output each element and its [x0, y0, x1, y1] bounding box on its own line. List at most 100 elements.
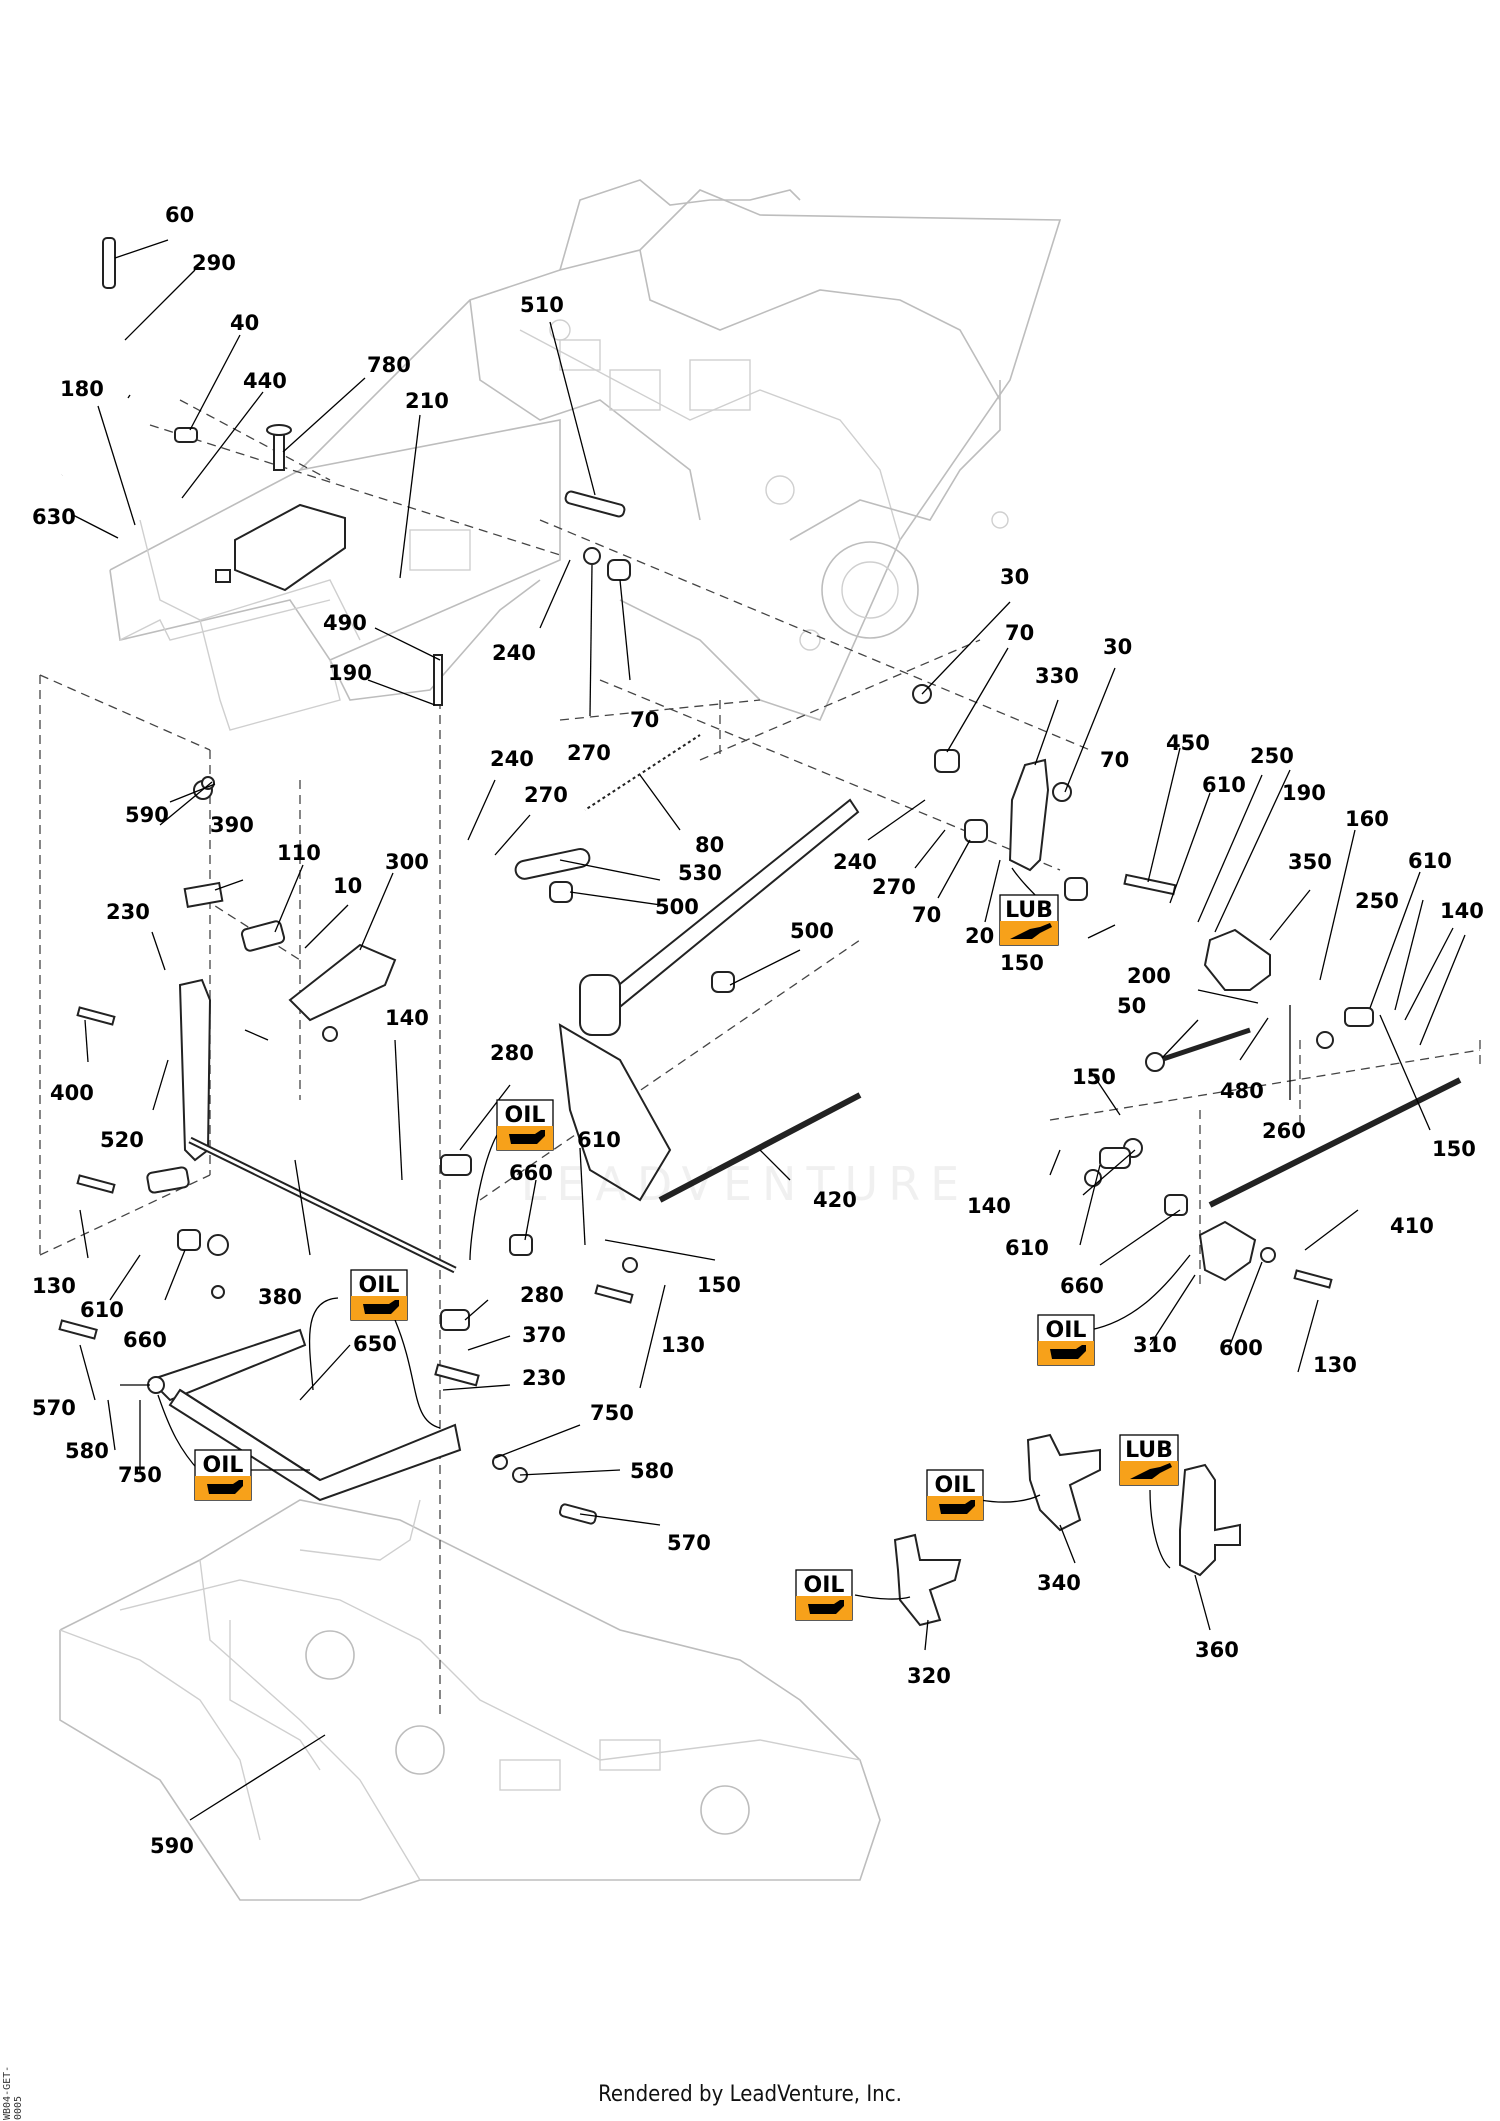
- callout-360: 360: [1195, 1638, 1239, 1662]
- callout-260: 260: [1262, 1119, 1306, 1143]
- callout-180: 180: [60, 377, 104, 401]
- spring-40: [174, 427, 198, 443]
- callout-520: 520: [100, 1128, 144, 1152]
- svg-text:OIL: OIL: [935, 1473, 976, 1498]
- callout-660a: 660: [509, 1161, 553, 1185]
- nut-30b: [1052, 782, 1072, 802]
- oil-badge-1: OIL: [496, 1099, 554, 1151]
- bracket-340: [1026, 1433, 1101, 1532]
- svg-text:LUB: LUB: [1125, 1438, 1173, 1463]
- callout-70c: 70: [912, 903, 941, 927]
- callout-610c: 610: [577, 1128, 621, 1152]
- callout-numbers: 60 290 40 440 180 780 630 210 510 490 19…: [32, 203, 1484, 1858]
- callout-780: 780: [367, 353, 411, 377]
- callout-500a: 500: [655, 895, 699, 919]
- callout-750b: 750: [590, 1401, 634, 1425]
- lower-frame-650: [148, 1328, 307, 1402]
- svg-text:OIL: OIL: [505, 1103, 546, 1128]
- callout-590a: 590: [125, 803, 169, 827]
- callout-210: 210: [405, 389, 449, 413]
- callout-10: 10: [333, 874, 362, 898]
- arm-300: [288, 943, 397, 1022]
- callout-660c: 660: [1060, 1274, 1104, 1298]
- callout-130c: 130: [1313, 1353, 1357, 1377]
- callout-480: 480: [1220, 1079, 1264, 1103]
- watermark: LEADVENTURE: [521, 1157, 970, 1211]
- rod-420: [658, 1092, 862, 1203]
- oil-badge-5: OIL: [926, 1469, 984, 1521]
- callout-610a: 610: [1202, 773, 1246, 797]
- callout-250a: 250: [1250, 744, 1294, 768]
- callout-140a: 140: [1440, 899, 1484, 923]
- callout-320: 320: [907, 1664, 951, 1688]
- callout-140c: 140: [967, 1194, 1011, 1218]
- callout-190a: 190: [328, 661, 372, 685]
- callout-410: 410: [1390, 1214, 1434, 1238]
- bracket-350: [1203, 928, 1271, 991]
- rod-410: [1208, 1077, 1462, 1208]
- callout-500b: 500: [790, 919, 834, 943]
- side-plate: [178, 978, 212, 1162]
- assembly-dash-lines: [39, 399, 1481, 1720]
- bushing-70a: [607, 559, 631, 581]
- mower-deck-outline: [59, 1499, 881, 1901]
- callout-160: 160: [1345, 807, 1389, 831]
- callout-30a: 30: [1000, 565, 1029, 589]
- callout-600: 600: [1219, 1336, 1263, 1360]
- latch-10: [240, 920, 286, 952]
- callout-40: 40: [230, 311, 259, 335]
- callout-350: 350: [1288, 850, 1332, 874]
- parts: [58, 237, 1462, 1627]
- lubrication-badges: OIL OIL OIL OIL OIL: [194, 894, 1179, 1621]
- svg-text:OIL: OIL: [1046, 1318, 1087, 1343]
- callout-390: 390: [210, 813, 254, 837]
- callout-750a: 750: [118, 1463, 162, 1487]
- callout-110: 110: [277, 841, 321, 865]
- callout-580a: 580: [65, 1439, 109, 1463]
- lub-badge-2: LUB: [1119, 1434, 1179, 1486]
- svg-text:OIL: OIL: [359, 1273, 400, 1298]
- callout-230a: 230: [106, 900, 150, 924]
- callout-190b: 190: [1282, 781, 1326, 805]
- svg-text:OIL: OIL: [203, 1453, 244, 1478]
- callout-150a: 150: [1000, 951, 1044, 975]
- bushing-500b: [711, 971, 735, 993]
- callout-130b: 130: [661, 1333, 705, 1357]
- callout-370: 370: [522, 1323, 566, 1347]
- callout-530: 530: [678, 861, 722, 885]
- oil-badge-4: OIL: [1037, 1314, 1095, 1366]
- callout-280a: 280: [490, 1041, 534, 1065]
- callout-150b: 150: [1072, 1065, 1116, 1089]
- callout-580b: 580: [630, 1459, 674, 1483]
- callout-650: 650: [353, 1332, 397, 1356]
- callout-70d: 70: [1100, 748, 1129, 772]
- callout-630: 630: [32, 505, 76, 529]
- svg-text:LUB: LUB: [1005, 898, 1053, 923]
- callout-590b: 590: [150, 1834, 194, 1858]
- callout-240c: 240: [833, 850, 877, 874]
- callout-340: 340: [1037, 1571, 1081, 1595]
- svg-text:OIL: OIL: [804, 1573, 845, 1598]
- link-530: [514, 847, 591, 880]
- callout-280b: 280: [520, 1283, 564, 1307]
- callout-240b: 240: [490, 747, 534, 771]
- bushing-500a: [549, 881, 573, 903]
- bushing-70d: [1064, 877, 1088, 901]
- callout-660b: 660: [123, 1328, 167, 1352]
- callout-230b: 230: [522, 1366, 566, 1390]
- callout-610b: 610: [1408, 849, 1452, 873]
- callout-130a: 130: [32, 1274, 76, 1298]
- callout-240a: 240: [492, 641, 536, 665]
- bracket-320: [893, 1533, 962, 1627]
- callout-380: 380: [258, 1285, 302, 1309]
- callout-30b: 30: [1103, 635, 1132, 659]
- bolt-450: [1123, 873, 1177, 896]
- lift-shaft-mount: [579, 974, 621, 1036]
- leader-lines: [72, 239, 1466, 1821]
- callout-270b: 270: [524, 783, 568, 807]
- lub-badge-1: LUB: [999, 894, 1059, 946]
- callout-490: 490: [323, 611, 367, 635]
- footer-credit: Rendered by LeadVenture, Inc.: [598, 2082, 902, 2107]
- callout-150c: 150: [1432, 1137, 1476, 1161]
- callout-510: 510: [520, 293, 564, 317]
